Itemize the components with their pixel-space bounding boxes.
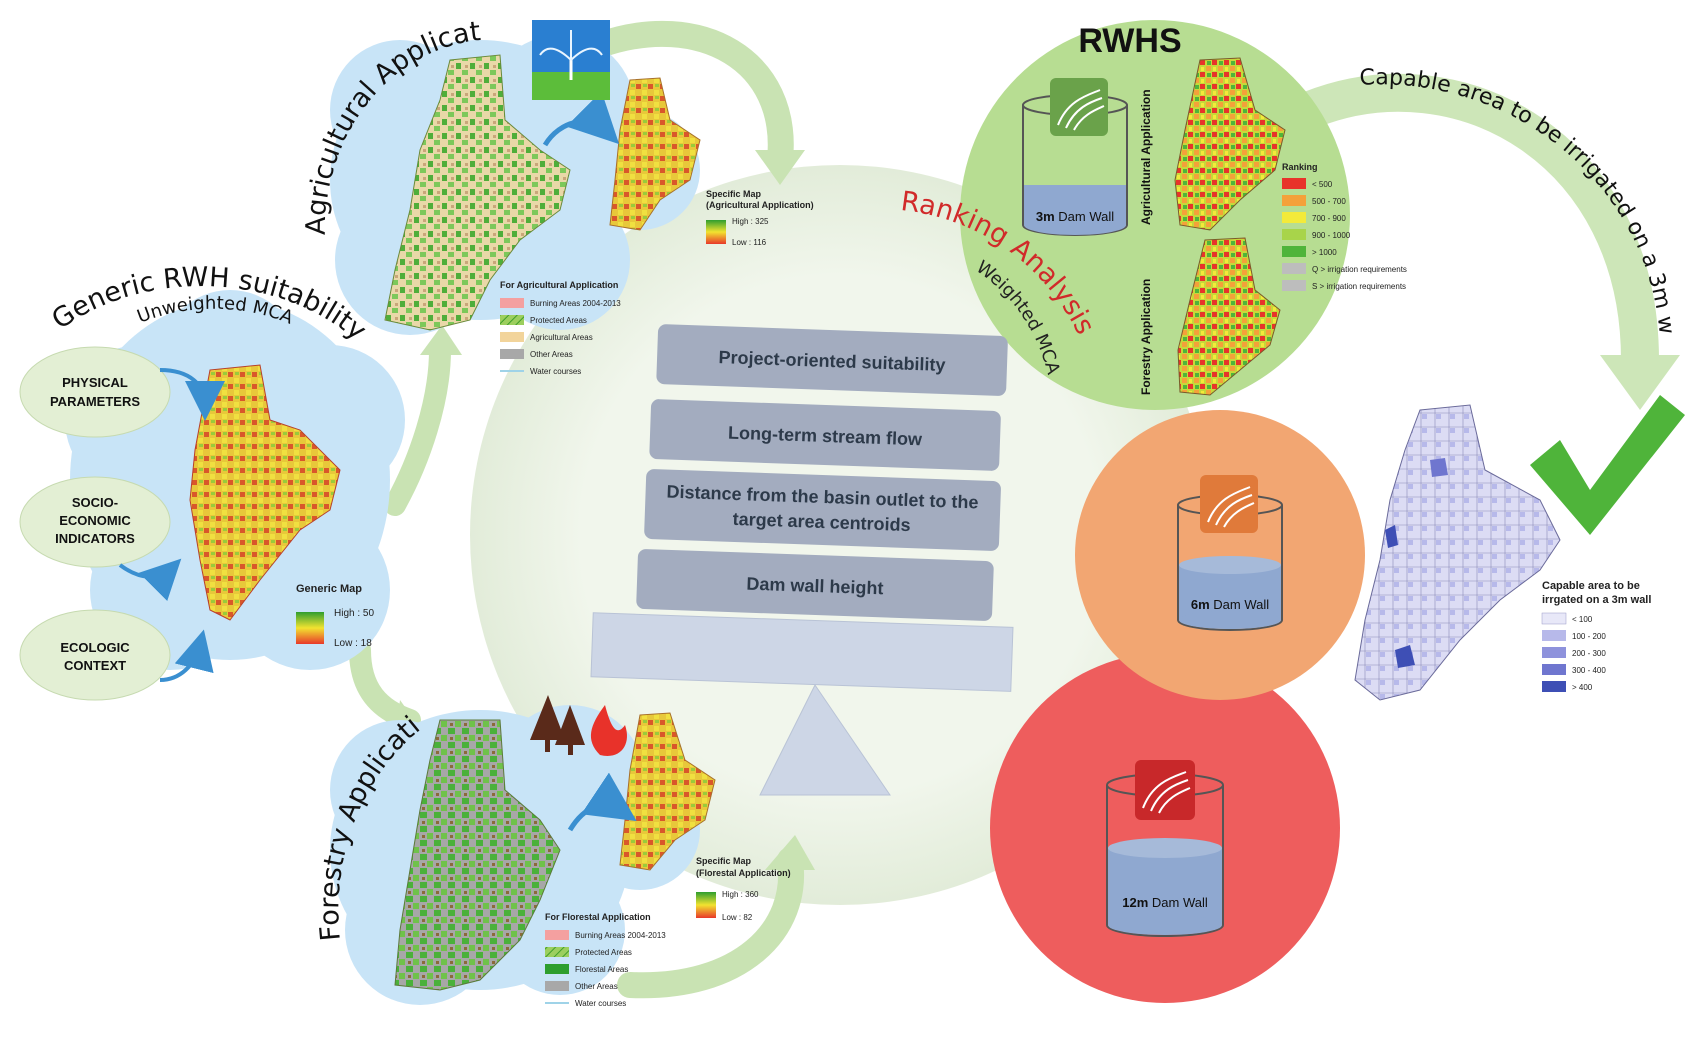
input-physical — [20, 347, 170, 437]
agri-specific-title-2: (Agricultural Application) — [706, 200, 814, 210]
forest-specific-title-1: Specific Map — [696, 856, 752, 866]
ranking-legend-item-1: 500 - 700 — [1312, 197, 1346, 206]
forest-legend-title: For Florestal Application — [545, 912, 651, 922]
agri-legend-item-3: Other Areas — [530, 350, 573, 359]
capable-legend-title-1: Capable area to be — [1542, 580, 1640, 592]
agri-legend-item-0: Burning Areas 2004-2013 — [530, 299, 621, 308]
forest-specific-title-2: (Florestal Application) — [696, 868, 791, 878]
input-physical-line1: PHYSICAL — [62, 375, 128, 390]
input-ecologic-line2: CONTEXT — [64, 658, 126, 673]
capable-map — [1355, 405, 1560, 700]
capable-legend-item-4: > 400 — [1572, 683, 1593, 692]
dam-3m-label: 3m Dam Wall — [1036, 209, 1114, 224]
agri-legend-title: For Agricultural Application — [500, 280, 618, 290]
dam-icon-orange — [1200, 475, 1258, 533]
forest-legend-item-1: Protected Areas — [575, 948, 632, 957]
input-ecologic — [20, 610, 170, 700]
forest-legend-item-0: Burning Areas 2004-2013 — [575, 931, 666, 940]
forest-specific-high: High : 360 — [722, 890, 759, 899]
generic-legend-high: High : 50 — [334, 608, 374, 619]
ranking-legend-item-5: Q > irrigation requirements — [1312, 265, 1407, 274]
forest-legend-item-4: Water courses — [575, 999, 626, 1008]
capable-arrow — [1310, 93, 1640, 360]
dam-icon-green — [1050, 78, 1108, 136]
capable-legend-item-3: 300 - 400 — [1572, 666, 1606, 675]
generic-legend-ramp — [296, 612, 324, 644]
forest-legend-item-3: Other Areas — [575, 982, 618, 991]
input-socio-line3: INDICATORS — [55, 531, 135, 546]
agri-specific-title-1: Specific Map — [706, 189, 762, 199]
input-socio-line1: SOCIO- — [72, 495, 118, 510]
forest-specific-ramp — [696, 892, 716, 918]
agri-legend-item-4: Water courses — [530, 367, 581, 376]
input-ecologic-line1: ECOLOGIC — [60, 640, 130, 655]
generic-legend-low: Low : 18 — [334, 638, 372, 649]
dam-12m-label: 12m Dam Wall — [1122, 895, 1208, 910]
agri-specific-ramp — [706, 220, 726, 244]
ranking-legend-title: Ranking — [1282, 162, 1318, 172]
ranking-legend-item-3: 900 - 1000 — [1312, 231, 1351, 240]
dam-6m-label: 6m Dam Wall — [1191, 597, 1269, 612]
ranking-legend-item-6: S > irrigation requirements — [1312, 282, 1406, 291]
dam-12m-circle — [990, 653, 1340, 1003]
capable-legend-item-2: 200 - 300 — [1572, 649, 1606, 658]
rwhs-vlabel-forest: Forestry Application — [1139, 279, 1153, 395]
capable-map-hotspot-3 — [1430, 458, 1448, 477]
input-physical-line2: PARAMETERS — [50, 394, 140, 409]
dam-6m-circle — [1075, 410, 1365, 700]
capable-legend-title-2: irrgated on a 3m wall — [1542, 594, 1651, 606]
forest-legend-item-2: Florestal Areas — [575, 965, 628, 974]
agri-specific-low: Low : 116 — [732, 238, 767, 247]
capable-legend-item-0: < 100 — [1572, 615, 1593, 624]
agri-specific-high: High : 325 — [732, 217, 769, 226]
agri-legend-item-1: Protected Areas — [530, 316, 587, 325]
sprinkler-icon — [532, 20, 610, 100]
rwhs-title: RWHS — [1078, 22, 1181, 60]
forest-specific-low: Low : 82 — [722, 913, 753, 922]
input-socio-line2: ECONOMIC — [59, 513, 131, 528]
rwhs-vlabel-agri: Agricultural Application — [1139, 89, 1153, 225]
ranking-legend-item-2: 700 - 900 — [1312, 214, 1346, 223]
check-icon — [1530, 395, 1685, 535]
ranking-legend-item-4: > 1000 — [1312, 248, 1337, 257]
ranking-legend-item-0: < 500 — [1312, 180, 1333, 189]
generic-legend-title: Generic Map — [296, 583, 362, 595]
capable-legend — [1542, 613, 1566, 692]
agri-legend-item-2: Agricultural Areas — [530, 333, 593, 342]
capable-legend-item-1: 100 - 200 — [1572, 632, 1606, 641]
